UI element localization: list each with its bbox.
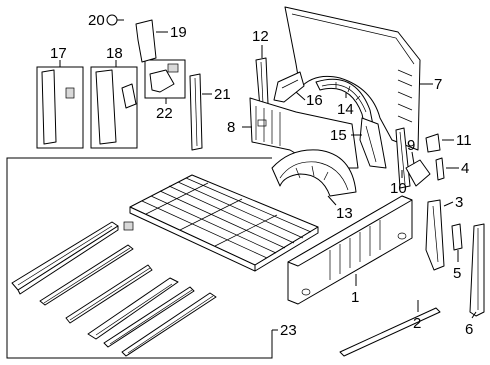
callout-16: 16 [306,92,323,109]
callout-15: 15 [330,127,347,144]
inner-panel-box-left [36,66,84,149]
callout-5: 5 [453,265,461,282]
rear-bracket [359,117,387,169]
callout-8: 8 [227,119,235,136]
callout-18: 18 [106,45,123,62]
callout-10: 10 [390,180,407,197]
upper-bracket [135,19,157,63]
leader-lines [59,31,477,319]
wheelhouse-inner [271,149,357,197]
callout-6: 6 [465,321,473,338]
callout-4: 4 [461,160,469,177]
callout-14: 14 [337,101,354,118]
front-panel [287,195,413,305]
seal-strip [339,307,441,357]
clip [425,133,441,153]
bed-floor-pan [123,174,319,272]
lower-bracket [451,223,463,251]
inner-panel-box-right [90,66,138,149]
floor-bracket [123,221,134,231]
rear-pillar [395,127,411,189]
small-plate [65,87,75,99]
tie-down-anchor [167,63,179,73]
callout-21: 21 [214,86,231,103]
callout-23: 23 [280,322,297,339]
fastener [106,14,124,26]
callout-12: 12 [252,28,269,45]
reinforcement [189,73,203,151]
callout-13: 13 [336,205,353,222]
callout-17: 17 [50,45,67,62]
rear-corner-pillar [425,199,445,271]
callout-20: 20 [88,12,105,29]
floor-cross-members [11,221,217,357]
callout-22: 22 [156,105,173,122]
rear-post [469,223,485,317]
wheelhouse-bracket [273,71,305,103]
callout-9: 9 [407,137,415,154]
floor-assembly-box [6,157,278,359]
tie-down-box [144,59,186,99]
callout-7: 7 [434,76,442,93]
callout-19: 19 [170,24,187,41]
side-panel [284,6,421,151]
corner-bracket [405,159,431,187]
callout-labels: 1 2 3 4 5 6 7 8 9 10 11 12 13 14 15 16 1… [50,12,473,339]
callout-1: 1 [351,289,359,306]
callout-2: 2 [413,315,421,332]
small-bracket [435,157,445,181]
callout-3: 3 [455,194,463,211]
callout-11: 11 [456,132,472,149]
